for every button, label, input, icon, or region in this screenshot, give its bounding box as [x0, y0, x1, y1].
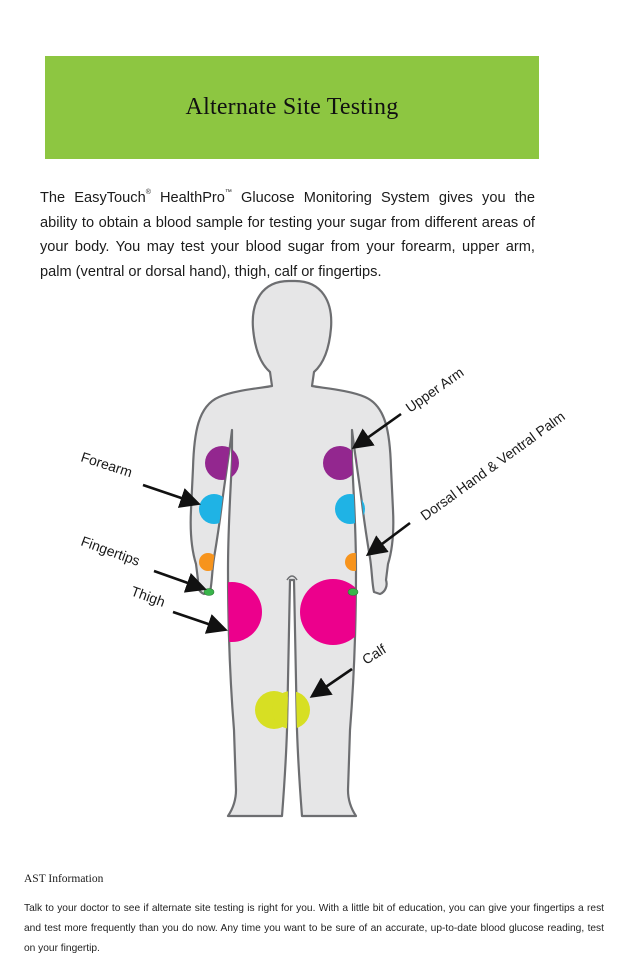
page-title: Alternate Site Testing: [185, 94, 399, 120]
forearm-site-left: [199, 494, 229, 524]
ast-information-section: AST Information Talk to your doctor to s…: [24, 873, 604, 959]
upper-arm-arrow: [351, 412, 402, 450]
fingertips-arrow: [153, 569, 207, 593]
calf-site-right: [272, 691, 310, 729]
palm-site-left: [199, 553, 217, 571]
registered-mark: ®: [145, 189, 151, 196]
dorsal-palm-label: Dorsal Hand & Ventral Palm: [417, 408, 567, 523]
thigh-site-right: [300, 579, 366, 645]
forearm-label: Forearm: [79, 449, 134, 481]
thigh-arrow: [172, 610, 228, 634]
fingertips-label: Fingertips: [79, 533, 142, 569]
upper-arm-site-left: [205, 446, 239, 480]
body-silhouette: [189, 279, 395, 818]
upper-arm-site-right: [323, 446, 357, 480]
intro-text-brand: The EasyTouch: [40, 190, 146, 206]
dorsal-palm-arrow: [365, 521, 411, 557]
ast-body-text: Talk to your doctor to see if alternate …: [24, 903, 604, 954]
upper-arm-label: Upper Arm: [403, 364, 467, 415]
ast-heading: AST Information: [24, 873, 104, 885]
calf-arrow: [309, 667, 353, 698]
title-banner: Alternate Site Testing: [45, 56, 539, 159]
fingertip-site-right: [347, 588, 359, 596]
intro-text-product: HealthPro: [150, 190, 225, 206]
body-diagram-svg: Upper Arm Dorsal Hand & Ventral Palm For…: [79, 279, 568, 818]
trademark-mark: ™: [224, 189, 232, 196]
intro-paragraph: The EasyTouch® HealthPro™ Glucose Monito…: [40, 186, 535, 284]
intro-text-body: Glucose Monitoring System gives you the …: [40, 190, 535, 280]
fingertip-site-left: [203, 588, 215, 596]
thigh-label: Thigh: [129, 583, 167, 610]
body-diagram: Upper Arm Dorsal Hand & Ventral Palm For…: [79, 279, 568, 818]
calf-label: Calf: [359, 641, 389, 668]
palm-site-right: [345, 553, 363, 571]
forearm-arrow: [142, 483, 201, 508]
crotch-contour: [286, 575, 298, 581]
